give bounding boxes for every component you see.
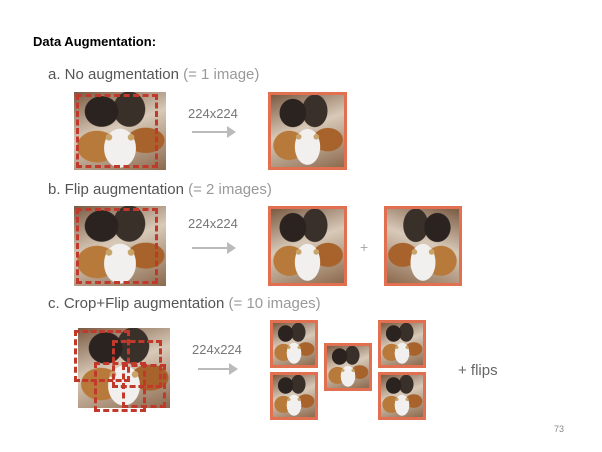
crop-box-a	[76, 94, 158, 168]
size-label-a: 224x224	[188, 106, 238, 121]
size-label-b: 224x224	[188, 216, 238, 231]
section-b-title: b. Flip augmentation	[48, 181, 184, 198]
output-image-b	[268, 206, 347, 286]
section-a-label: a. No augmentation (= 1 image)	[48, 66, 259, 83]
section-c-label: c. Crop+Flip augmentation (= 10 images)	[48, 295, 321, 312]
crop-box-c-4	[122, 364, 166, 408]
crop-output-3	[324, 343, 372, 391]
section-a-note: (= 1 image)	[183, 66, 260, 83]
arrow-b	[192, 242, 236, 254]
crop-box-b	[76, 208, 158, 284]
plus-sign: +	[360, 239, 369, 255]
flips-label: + flips	[458, 362, 498, 379]
arrow-a	[192, 126, 236, 138]
crop-box-c-1	[74, 330, 130, 382]
section-c-title: c. Crop+Flip augmentation	[48, 295, 225, 312]
arrow-c	[198, 363, 238, 375]
slide-title: Data Augmentation:	[33, 34, 157, 49]
source-image-a	[74, 92, 166, 170]
section-a-title: a. No augmentation	[48, 66, 179, 83]
crop-output-2	[270, 372, 318, 420]
section-c-note: (= 10 images)	[228, 295, 321, 312]
crop-output-1	[270, 320, 318, 368]
crop-output-5	[378, 372, 426, 420]
section-b-note: (= 2 images)	[188, 181, 272, 198]
page-number: 73	[553, 424, 564, 434]
crop-box-c-3	[94, 362, 146, 412]
source-image-b	[74, 206, 166, 286]
output-image-b-flipped	[384, 206, 462, 286]
output-image-a	[268, 92, 347, 170]
size-label-c: 224x224	[192, 342, 242, 357]
section-b-label: b. Flip augmentation (= 2 images)	[48, 181, 272, 198]
crop-output-4	[378, 320, 426, 368]
